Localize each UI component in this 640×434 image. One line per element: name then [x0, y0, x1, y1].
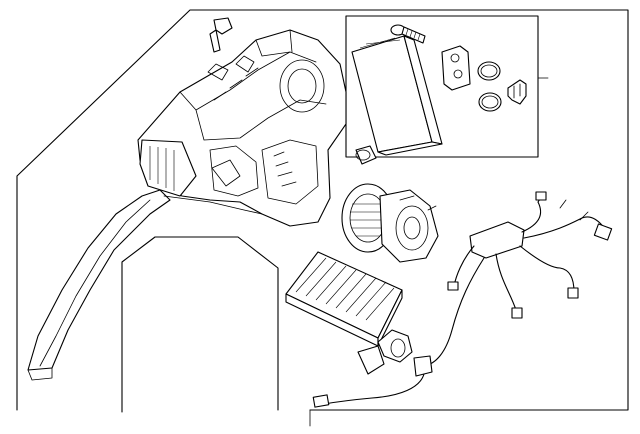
clip-icon: [507, 79, 527, 105]
bolt-icon: [390, 24, 426, 44]
valve-icon: [441, 45, 471, 91]
assembly-boundary-frame: [16, 9, 629, 411]
duct-icon: [27, 189, 263, 381]
wiring-harness-icon: [312, 191, 613, 408]
o-ring-icon: [477, 61, 502, 112]
filter-icon: [351, 35, 443, 156]
sensor-icon: [209, 17, 233, 53]
blower-motor-icon: [341, 183, 439, 263]
plug-icon: [355, 145, 377, 165]
heater-core-icon: [285, 251, 413, 375]
inner-boundary-frame: [121, 236, 279, 413]
hvac-case-icon: [137, 29, 347, 227]
service-parts-inset-box: [345, 15, 539, 158]
